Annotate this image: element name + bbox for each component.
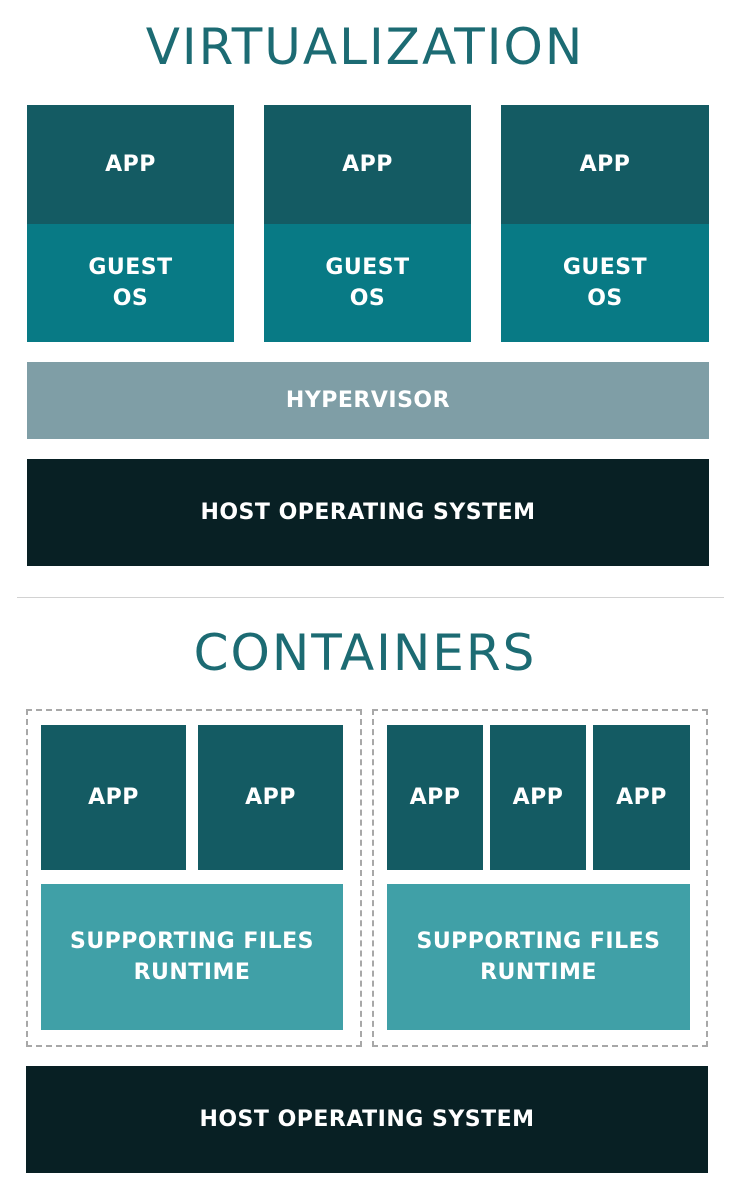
container-2-supporting-files-block: SUPPORTING FILES RUNTIME (387, 884, 690, 1030)
vm-3-guest-os-block: GUEST OS (501, 224, 709, 342)
vm-3-app-block: APP (501, 105, 709, 224)
container-1-app-1-block: APP (41, 725, 186, 870)
virtualization-title: VIRTUALIZATION (145, 18, 585, 76)
containers-host-os-block: HOST OPERATING SYSTEM (26, 1066, 708, 1173)
hypervisor-block: HYPERVISOR (27, 362, 709, 439)
vm-1-app-block: APP (27, 105, 234, 224)
vm-2-guest-os-block: GUEST OS (264, 224, 471, 342)
container-1-app-2-block: APP (198, 725, 343, 870)
section-divider (17, 597, 724, 598)
container-2-app-2-block: APP (490, 725, 586, 870)
virtualization-host-os-block: HOST OPERATING SYSTEM (27, 459, 709, 566)
container-group-1 (26, 709, 362, 1047)
container-1-supporting-files-block: SUPPORTING FILES RUNTIME (41, 884, 343, 1030)
containers-title: CONTAINERS (193, 624, 537, 682)
vm-2-app-block: APP (264, 105, 471, 224)
vm-1-guest-os-block: GUEST OS (27, 224, 234, 342)
container-2-app-3-block: APP (593, 725, 690, 870)
container-2-app-1-block: APP (387, 725, 483, 870)
container-group-2 (372, 709, 708, 1047)
